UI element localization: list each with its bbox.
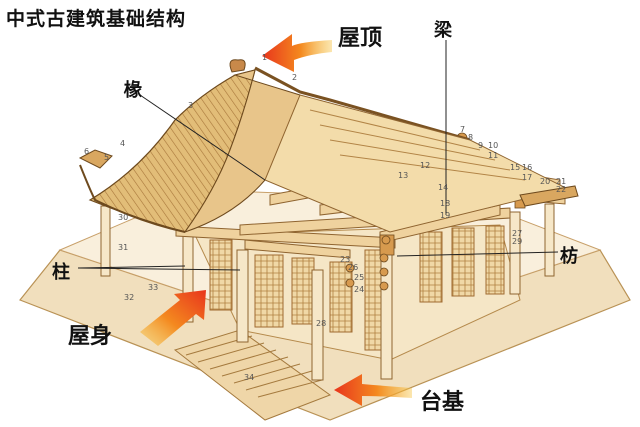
arrow-roof: [262, 34, 332, 72]
arrow-base: [334, 374, 412, 406]
part-number-4: 4: [120, 139, 125, 148]
diagram-title: 中式古建筑基础结构: [6, 8, 187, 30]
part-number-24: 24: [354, 285, 364, 294]
part-number-6: 6: [84, 147, 89, 156]
part-number-21: 21: [556, 177, 566, 186]
label-tiebeam: 枋: [560, 246, 578, 267]
part-number-13: 13: [398, 171, 408, 180]
part-number-18: 18: [440, 199, 450, 208]
leader-lines: [77, 40, 559, 271]
part-number-23: 23: [340, 255, 350, 264]
part-number-25: 25: [354, 273, 364, 282]
label-base: 台基: [420, 390, 465, 415]
part-number-20: 20: [540, 177, 550, 186]
part-number-26: 26: [348, 263, 358, 272]
label-column: 柱: [52, 262, 70, 283]
part-number-22: 22: [556, 185, 566, 194]
part-number-2: 2: [292, 73, 297, 82]
part-number-3: 3: [188, 101, 193, 110]
front-stairs: [173, 329, 332, 421]
roof: [78, 59, 579, 233]
part-number-19: 19: [440, 211, 450, 220]
part-number-15: 15: [510, 163, 520, 172]
arrow-body: [140, 290, 206, 346]
part-number-32: 32: [124, 293, 134, 302]
part-number-8: 8: [468, 133, 473, 142]
part-number-1: 1: [262, 53, 267, 62]
part-number-9: 9: [478, 141, 483, 150]
label-beam: 梁: [434, 20, 452, 41]
part-number-27: 27: [512, 229, 522, 238]
part-number-29: 29: [512, 237, 522, 246]
part-number-14: 14: [438, 183, 448, 192]
part-number-5: 5: [104, 153, 109, 162]
part-number-7: 7: [460, 125, 465, 134]
label-roof: 屋顶: [338, 26, 383, 51]
part-number-16: 16: [522, 163, 532, 172]
part-number-34: 34: [244, 373, 254, 382]
part-number-17: 17: [522, 173, 532, 182]
part-number-30: 30: [118, 213, 128, 222]
part-number-11: 11: [488, 151, 498, 160]
part-number-28: 28: [316, 319, 326, 328]
part-number-12: 12: [420, 161, 430, 170]
label-body: 屋身: [68, 324, 113, 349]
label-rafter: 椽: [124, 80, 142, 101]
part-number-10: 10: [488, 141, 498, 150]
part-number-31: 31: [118, 243, 128, 252]
building-body: [194, 224, 521, 361]
part-number-33: 33: [148, 283, 158, 292]
